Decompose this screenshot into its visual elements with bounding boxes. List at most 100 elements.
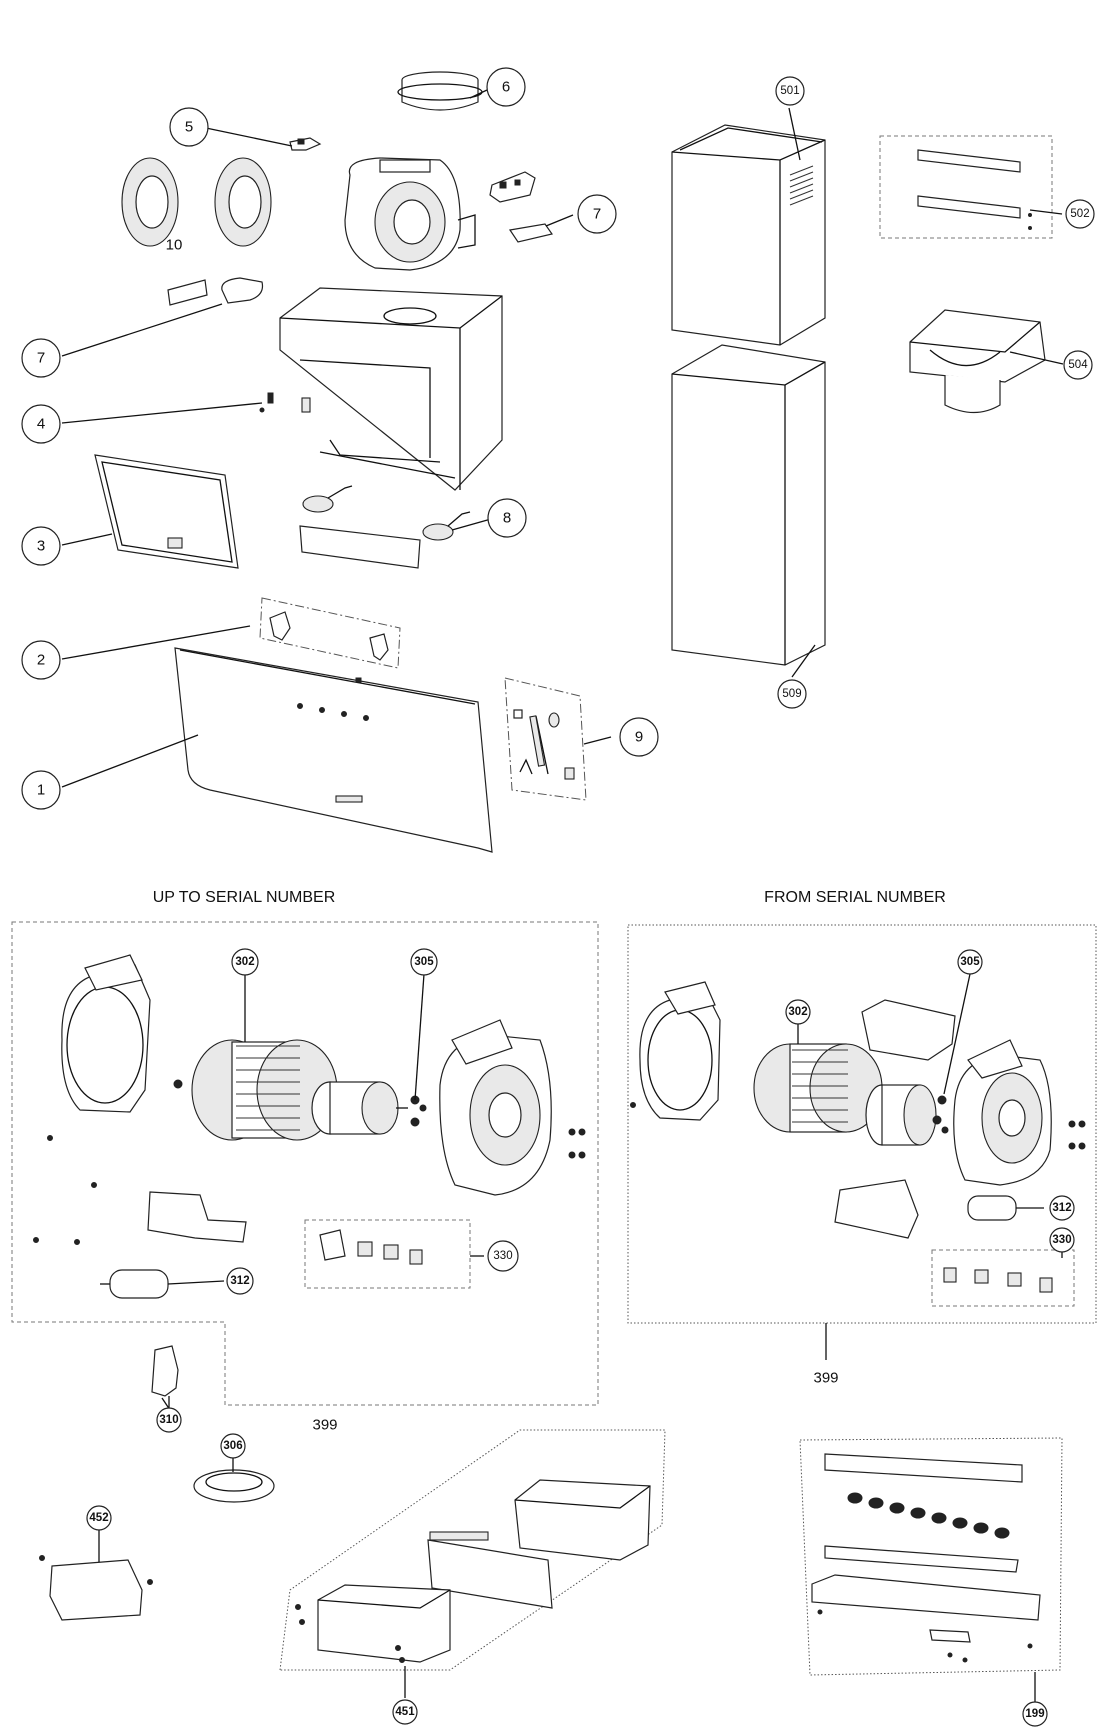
motor-left bbox=[311, 1081, 408, 1135]
svg-text:452: 452 bbox=[89, 1512, 108, 1524]
air-diverter-part bbox=[909, 309, 1046, 414]
svg-text:199: 199 bbox=[1025, 1708, 1044, 1720]
svg-text:504: 504 bbox=[1068, 359, 1088, 371]
svg-text:302: 302 bbox=[235, 956, 254, 968]
callout-10[interactable]: 10 bbox=[166, 237, 183, 254]
upper-chimney-part bbox=[671, 124, 826, 346]
callout-399-right[interactable]: 399 bbox=[813, 1370, 838, 1387]
svg-text:509: 509 bbox=[782, 688, 801, 700]
callout-504[interactable]: 504 bbox=[1063, 350, 1093, 380]
svg-text:312: 312 bbox=[230, 1275, 249, 1287]
control-board-group bbox=[279, 1429, 666, 1671]
callout-302-right[interactable]: 302 bbox=[785, 999, 811, 1025]
fan-wheel-right bbox=[753, 1043, 883, 1133]
transformer-part bbox=[39, 1555, 153, 1621]
callout-7-left[interactable]: 7 bbox=[21, 338, 61, 378]
heading-from-serial: FROM SERIAL NUMBER bbox=[764, 889, 946, 906]
svg-text:302: 302 bbox=[788, 1006, 807, 1018]
svg-text:502: 502 bbox=[1070, 208, 1089, 220]
light-cover-part bbox=[193, 1469, 275, 1503]
chimney-brackets-part bbox=[879, 135, 1053, 239]
callouts-right-group: 302 305 312 330 399 bbox=[785, 949, 1075, 1387]
callout-330-right[interactable]: 330 bbox=[1049, 1227, 1075, 1253]
fan-housing-right-half-left bbox=[439, 1019, 586, 1196]
callout-312-right[interactable]: 312 bbox=[1049, 1195, 1075, 1221]
fan-housing-left bbox=[61, 954, 151, 1113]
group-399-right-outline bbox=[627, 924, 1097, 1324]
callout-6[interactable]: 6 bbox=[486, 67, 526, 107]
svg-text:3: 3 bbox=[37, 538, 45, 555]
callout-9[interactable]: 9 bbox=[619, 717, 659, 757]
carbon-filter-right bbox=[214, 157, 272, 247]
motor-bracket-left bbox=[147, 1191, 247, 1243]
fixing-nuts-left bbox=[410, 1095, 427, 1127]
svg-text:9: 9 bbox=[635, 729, 643, 746]
callout-305-left[interactable]: 305 bbox=[410, 948, 438, 976]
callout-7-upper[interactable]: 7 bbox=[577, 194, 617, 234]
lampholder-part bbox=[151, 1345, 179, 1411]
callout-199[interactable]: 199 bbox=[1022, 1701, 1048, 1727]
group-399-left-outline bbox=[11, 921, 599, 1406]
callout-452[interactable]: 452 bbox=[86, 1505, 112, 1531]
callout-2[interactable]: 2 bbox=[21, 640, 61, 680]
callout-8[interactable]: 8 bbox=[487, 498, 527, 538]
capacitor-right bbox=[967, 1195, 1017, 1221]
heading-up-to-serial: UP TO SERIAL NUMBER bbox=[153, 889, 336, 906]
fan-housing-right-group bbox=[639, 981, 721, 1121]
svg-text:4: 4 bbox=[37, 416, 45, 433]
front-strip-part bbox=[299, 525, 421, 569]
callouts-bottom: 310 306 452 451 199 bbox=[86, 1407, 1048, 1727]
callout-5[interactable]: 5 bbox=[169, 107, 209, 147]
leader-lines-top bbox=[61, 89, 1064, 788]
svg-text:7: 7 bbox=[37, 350, 45, 367]
callout-4[interactable]: 4 bbox=[21, 404, 61, 444]
duct-collar-part bbox=[397, 71, 483, 111]
lamp-clip-part bbox=[259, 392, 274, 413]
svg-text:1: 1 bbox=[37, 782, 45, 799]
callout-451[interactable]: 451 bbox=[392, 1699, 418, 1725]
svg-text:312: 312 bbox=[1052, 1202, 1071, 1214]
svg-text:330: 330 bbox=[1052, 1234, 1071, 1246]
top-cover-right bbox=[861, 999, 956, 1061]
callout-312-left[interactable]: 312 bbox=[226, 1267, 254, 1295]
clip-part bbox=[289, 137, 322, 151]
callout-330-left[interactable]: 330 bbox=[487, 1240, 519, 1272]
svg-text:310: 310 bbox=[159, 1414, 178, 1426]
callout-501[interactable]: 501 bbox=[775, 76, 805, 106]
control-bracket-part bbox=[489, 171, 536, 203]
callout-509[interactable]: 509 bbox=[777, 679, 807, 709]
svg-text:305: 305 bbox=[960, 956, 980, 968]
svg-text:8: 8 bbox=[503, 510, 511, 527]
svg-text:306: 306 bbox=[223, 1440, 242, 1452]
callout-1[interactable]: 1 bbox=[21, 770, 61, 810]
switches-left bbox=[304, 1219, 471, 1289]
callout-305-right[interactable]: 305 bbox=[957, 949, 983, 975]
callout-502[interactable]: 502 bbox=[1065, 199, 1095, 229]
callout-310[interactable]: 310 bbox=[156, 1407, 182, 1433]
svg-text:2: 2 bbox=[37, 652, 45, 669]
carbon-filter-left bbox=[121, 157, 179, 247]
svg-text:399: 399 bbox=[813, 1370, 838, 1387]
callout-306[interactable]: 306 bbox=[220, 1433, 246, 1459]
callout-302-left[interactable]: 302 bbox=[231, 948, 259, 976]
hinge-brackets-part bbox=[259, 597, 401, 669]
svg-text:7: 7 bbox=[593, 206, 601, 223]
led-lamp-right bbox=[422, 511, 471, 541]
fan-wheel-left bbox=[191, 1039, 338, 1141]
button-panel-group bbox=[799, 1437, 1063, 1676]
callout-399-left[interactable]: 399 bbox=[312, 1417, 337, 1434]
svg-text:501: 501 bbox=[780, 85, 799, 97]
callout-3[interactable]: 3 bbox=[21, 526, 61, 566]
switches-right bbox=[931, 1249, 1075, 1307]
leader-lines-bottom bbox=[98, 1396, 1036, 1702]
capacitor-upper-part bbox=[508, 223, 553, 243]
svg-text:6: 6 bbox=[502, 79, 510, 96]
glass-front-panel-part bbox=[174, 647, 493, 853]
leader-lines-left-group bbox=[167, 973, 484, 1285]
motor-right bbox=[865, 1084, 937, 1146]
svg-text:330: 330 bbox=[493, 1250, 512, 1262]
svg-text:5: 5 bbox=[185, 119, 193, 136]
grease-filter-part bbox=[94, 454, 239, 569]
lower-chimney-part bbox=[671, 344, 826, 666]
